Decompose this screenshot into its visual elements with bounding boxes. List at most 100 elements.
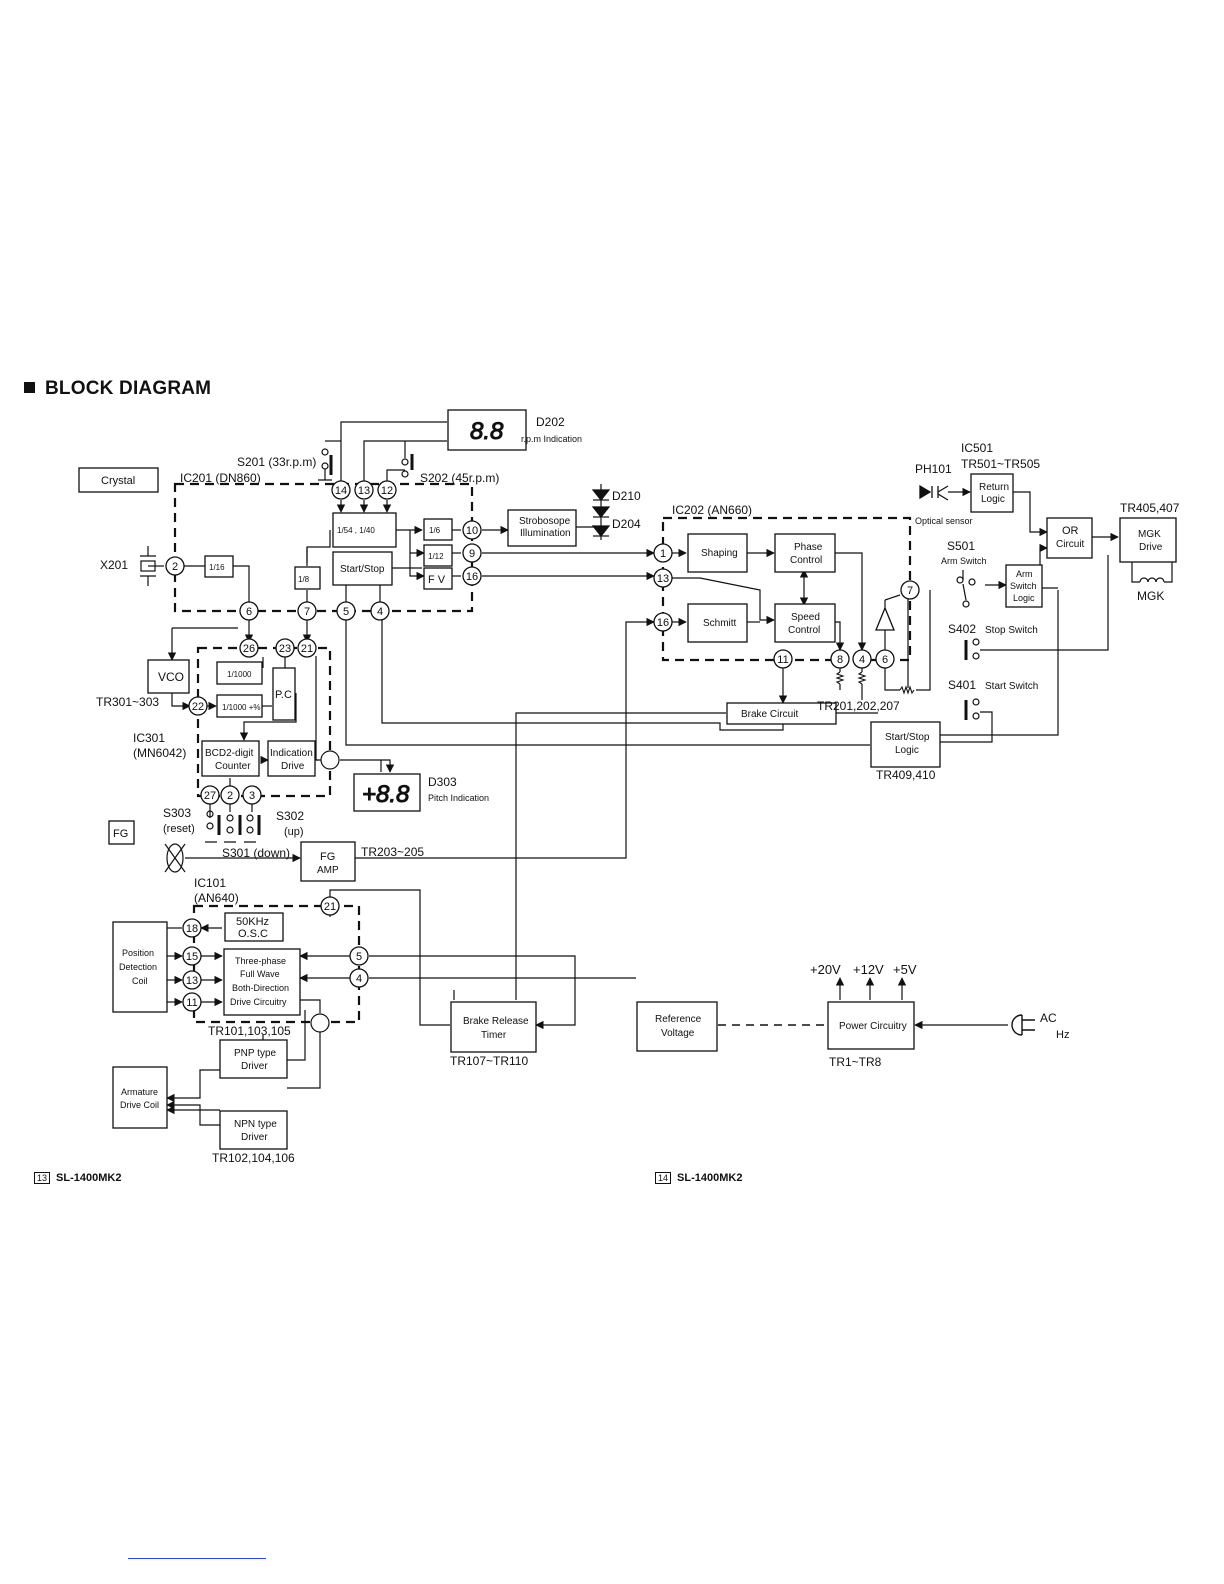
switch-s402-icon [964, 638, 980, 660]
ic201-pin-circle [354, 480, 374, 500]
div6-label: 1/6 [429, 526, 441, 535]
reference-label-2: Voltage [661, 1028, 695, 1039]
ic101-pin-number: 18 [186, 923, 198, 935]
divider-12-box [423, 544, 453, 567]
page-number-badge: 14 [655, 1172, 672, 1184]
crystal-box [78, 467, 159, 493]
fg-amp-label-2: AMP [317, 865, 339, 876]
div1000pct-label: 1/1000 +% [222, 703, 260, 712]
mgk-drive-box [1119, 517, 1177, 563]
return-logic-label-2: Logic [981, 494, 1005, 505]
ic201-pin-circle [165, 556, 185, 576]
shaping-box [687, 533, 748, 573]
brake-release-label-1: Brake Release [463, 1016, 529, 1027]
resistor-icon [835, 671, 915, 695]
phase-label-1: Phase [794, 542, 823, 553]
ic101-pin-number: 13 [186, 975, 198, 987]
bcd-label-2: Counter [215, 761, 251, 772]
junction-circle-icon [310, 1013, 330, 1033]
ic202-pin-circle [653, 612, 673, 632]
ic301-label: IC301 [133, 731, 165, 745]
ic202-pin-number: 7 [907, 585, 913, 597]
npn-driver-box [219, 1110, 288, 1150]
ic201-pin-number: 2 [172, 561, 178, 573]
ic201-pin-circle [462, 566, 482, 586]
fg-amp-box [300, 841, 356, 882]
ic301-pin-circle [239, 638, 259, 658]
ic301-pin-circle [275, 638, 295, 658]
fg-amp-label-1: FG [320, 851, 335, 863]
ic101-label: IC101 [194, 876, 226, 890]
divider-1000-box [216, 661, 263, 685]
div12-label: 1/12 [428, 552, 444, 561]
osc-label-1: 50KHz [236, 916, 269, 928]
page-title: BLOCK DIAGRAM [24, 378, 211, 400]
schmitt-box [687, 603, 748, 643]
switch-s201-icon [318, 448, 333, 481]
tr501-label: TR501~TR505 [961, 457, 1040, 471]
ic202-pin-circle [653, 568, 673, 588]
d202-display [447, 409, 527, 451]
tr405-label: TR405,407 [1120, 501, 1180, 515]
ic301-pin-number: 2 [227, 790, 233, 802]
ic201-pin-circle [297, 601, 317, 621]
divider-54-40-box [332, 512, 397, 548]
ic201-pin-number: 16 [466, 571, 478, 583]
ic101-pin-circle [349, 946, 369, 966]
brake-circuit-label: Brake Circuit [741, 709, 798, 720]
tr101-label: TR101,103,105 [208, 1024, 291, 1038]
div1000-label: 1/1000 [227, 670, 252, 679]
d303-display [353, 773, 421, 812]
reset-label: (reset) [163, 823, 195, 835]
position-coil-label-3: Coil [132, 976, 148, 986]
fv-label: F V [428, 574, 446, 586]
strobo-label-1: Strobosope [519, 516, 571, 527]
ic202-pin-circle [653, 543, 673, 563]
footer-model: SL-1400MK2 [677, 1172, 743, 1184]
tr203-label: TR203~205 [361, 845, 424, 859]
ic202-pin-number: 16 [657, 617, 669, 629]
d303-label: D303 [428, 775, 457, 789]
position-coil-label-2: Detection [119, 962, 157, 972]
ic201-pin-circle [336, 601, 356, 621]
brake-release-label-2: Timer [481, 1030, 507, 1041]
div54-label: 1/54 , 1/40 [337, 526, 375, 535]
return-logic-label-1: Return [979, 482, 1009, 493]
position-coil-label-1: Position [122, 948, 154, 958]
ic202-pin-circle [830, 649, 850, 669]
indication-drive-box [267, 740, 316, 777]
optical-sensor-icon [919, 484, 949, 501]
ic301-pin-number: 3 [249, 790, 255, 802]
arm-logic-label-1: Arm [1016, 569, 1033, 579]
tr201-label: TR201,202,207 [817, 699, 900, 713]
ic101-pin-circle [320, 896, 340, 916]
footer-right: 14 SL-1400MK2 [655, 1172, 742, 1184]
ic301-pin-number: 22 [192, 701, 204, 713]
ic501-label: IC501 [961, 441, 993, 455]
or-label-2: Circuit [1056, 539, 1085, 550]
tr301-label: TR301~303 [96, 695, 159, 709]
npn-label-2: Driver [241, 1132, 268, 1143]
s202-label: S202 (45r.p.m) [420, 471, 499, 485]
ic301-boundary [196, 646, 332, 798]
phase-label-2: Control [790, 555, 822, 566]
ic301-pin-circle [200, 785, 220, 805]
tr409-label: TR409,410 [876, 768, 936, 782]
s401-label: S401 [948, 678, 976, 692]
ic101-pin-number: 21 [324, 901, 336, 913]
s402-label: S402 [948, 622, 976, 636]
start-switch-label: Start Switch [985, 681, 1038, 692]
div16-label: 1/16 [209, 563, 225, 572]
ic201-pin-number: 9 [469, 548, 475, 560]
arm-logic-label-2: Switch [1010, 581, 1037, 591]
ic201-pin-circle [377, 480, 397, 500]
ic202-pin-circle [852, 649, 872, 669]
armature-coil-box [112, 1066, 168, 1129]
ic101-pin-circle [349, 968, 369, 988]
ic202-pin-circle [875, 649, 895, 669]
tr107-label: TR107~TR110 [450, 1054, 528, 1068]
divider-8-box [294, 566, 321, 590]
d202-sub-label: r.p.m Indication [521, 434, 582, 444]
fg-coil-icon [164, 843, 186, 873]
